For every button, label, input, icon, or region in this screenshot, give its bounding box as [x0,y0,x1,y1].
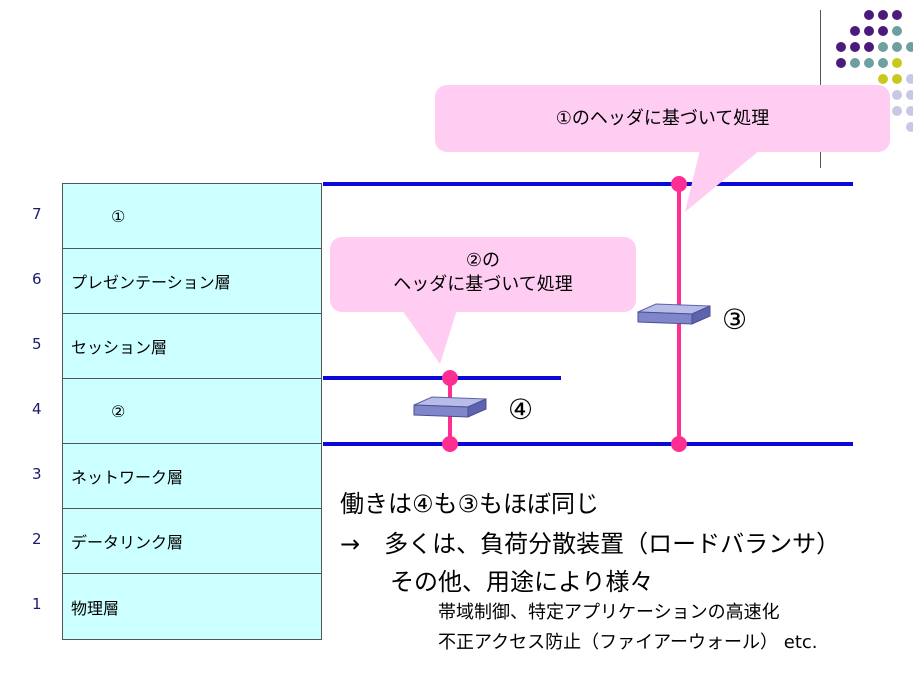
logo-dot [906,74,913,84]
callout-top-text: ①のヘッダに基づいて処理 [555,108,770,129]
network-line-layer7 [323,182,853,186]
logo-dot [878,58,888,68]
layer-4: ② [63,379,321,444]
logo-dot [878,74,888,84]
description-line4: 帯域制御、特定アプリケーションの高速化 [438,602,780,623]
callout-top-tail [685,150,760,212]
logo-dot [864,26,874,36]
layer-3: ネットワーク層 [63,444,321,509]
logo-dot [892,42,902,52]
layer-number: 6 [32,270,42,288]
logo-dot [864,10,874,20]
layer-label: ② [111,401,126,421]
connector-node [442,370,458,386]
osi-layer-stack: ① プレゼンテーション層 セッション層 ② ネットワーク層 データリンク層 物理… [62,183,322,640]
logo-dot [850,42,860,52]
logo-dot [892,106,902,116]
logo-dot [850,58,860,68]
logo-dot [836,42,846,52]
logo-dot [892,10,902,20]
layer-7: ① [63,184,321,249]
layer-2: データリンク層 [63,509,321,574]
logo-dot [892,26,902,36]
layer-number: 5 [32,335,42,353]
logo-dot [892,90,902,100]
decorative-dot-logo [820,0,913,170]
logo-dot [906,90,913,100]
layer-6: プレゼンテーション層 [63,249,321,314]
layer-5: セッション層 [63,314,321,379]
layer-label: ネットワーク層 [71,468,184,487]
connector-node [442,436,458,452]
connector-node [671,176,687,192]
layer-number: 1 [32,595,42,613]
network-device-icon [413,396,487,418]
description-line3: その他、用途により様々 [390,568,654,596]
logo-dot [892,74,902,84]
layer-1: 物理層 [63,574,321,639]
layer-number: 2 [32,530,42,548]
logo-dot [906,122,913,132]
layer-number: 4 [32,400,42,418]
logo-dot [878,10,888,20]
network-device-icon [637,303,711,325]
network-line-layer3 [323,442,853,446]
logo-dot [906,42,913,52]
layer-label: 物理層 [71,598,120,618]
callout-middle-line2: ヘッダに基づいて処理 [393,274,573,295]
layer-label: ① [111,206,126,226]
connector-node [671,436,687,452]
layer-label: プレゼンテーション層 [71,273,231,292]
description-line5: 不正アクセス防止（ファイアーウォール） etc. [438,632,818,653]
logo-dot [878,26,888,36]
callout-top: ①のヘッダに基づいて処理 [435,85,890,152]
logo-dot [906,106,913,116]
logo-dot [878,42,888,52]
logo-dot [864,58,874,68]
layer-label: データリンク層 [71,533,184,552]
logo-dot [864,42,874,52]
logo-dot [836,58,846,68]
description-line2: → 多くは、負荷分散装置（ロードバランサ） [340,530,841,558]
callout-middle: ②の ヘッダに基づいて処理 [330,237,636,312]
device4-label: ④ [508,393,534,426]
callout-middle-line1: ②の [465,250,501,271]
logo-dot [892,58,902,68]
layer-label: セッション層 [71,338,168,357]
description-line1: 働きは④も③もほぼ同じ [340,490,600,518]
callout-middle-tail [395,300,460,364]
device3-label: ③ [722,303,748,336]
logo-dot [850,26,860,36]
layer-number: 3 [32,465,42,483]
layer-number: 7 [32,205,42,223]
